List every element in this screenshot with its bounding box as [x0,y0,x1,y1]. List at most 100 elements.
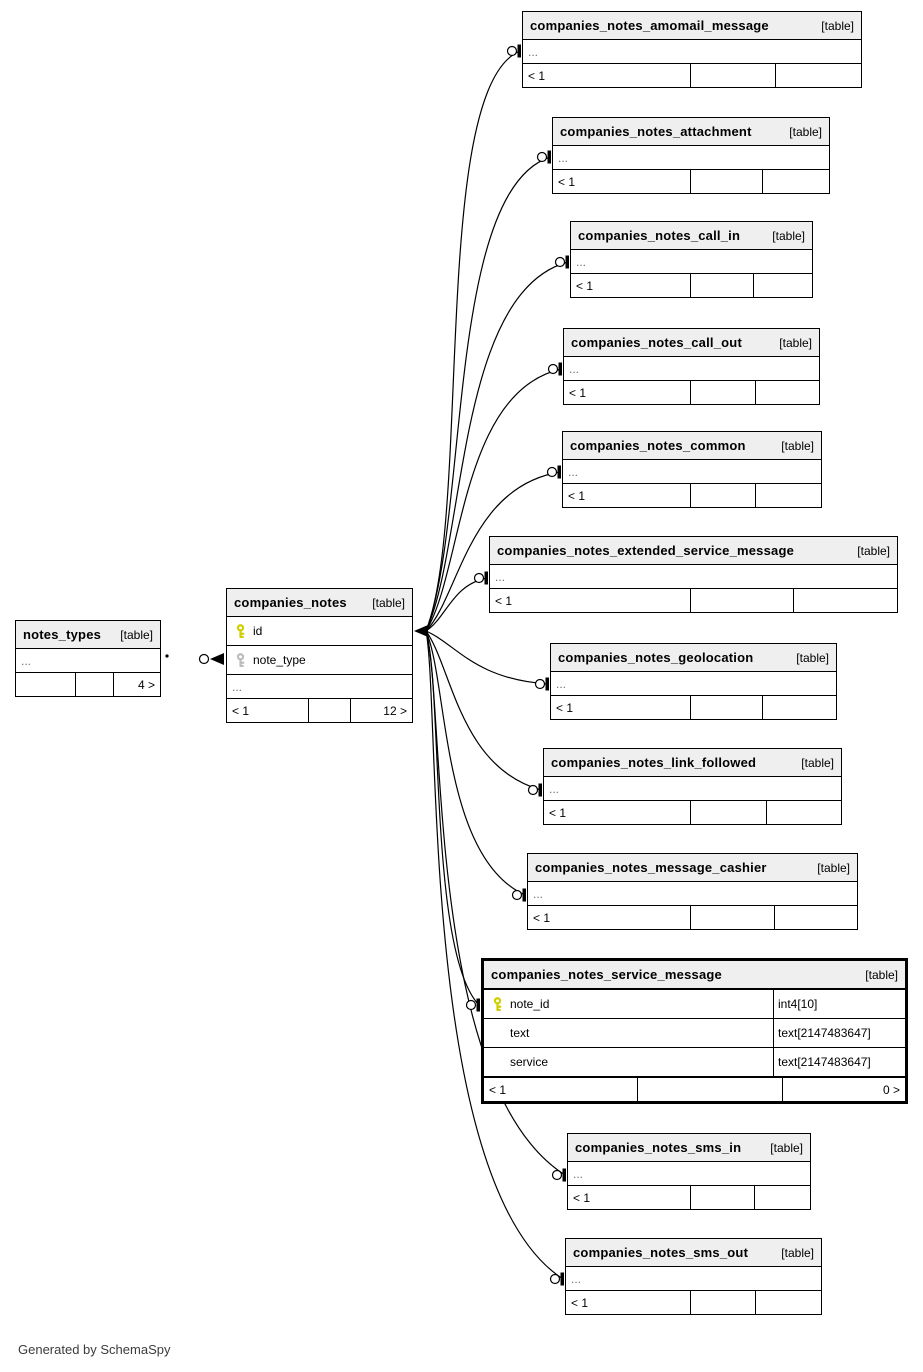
table-node-companies-notes-call-out[interactable]: companies_notes_call_out [table] ... < 1 [563,328,820,405]
footer-right [754,274,812,297]
edge-to-common [425,471,561,632]
table-header: companies_notes_common [table] [563,432,821,460]
table-header: companies_notes_message_cashier [table] [528,854,857,882]
table-type-label: [table] [772,228,805,243]
table-type-label: [table] [770,1140,803,1155]
edge-to-amomail-message [425,50,521,632]
arrowhead-note-type [210,653,224,665]
table-footer: < 1 [568,1185,810,1209]
footer-right [763,170,829,193]
column-row-note-type: note_type [227,646,412,675]
arrowhead-companies-notes-id [414,625,428,637]
footer-right [755,1186,810,1209]
footer-left: < 1 [484,1078,638,1101]
table-node-companies-notes-call-in[interactable]: companies_notes_call_in [table] ... < 1 [570,221,813,298]
edge-to-call-in [425,261,569,632]
table-name: companies_notes_message_cashier [535,860,767,875]
columns-ellipsis: ... [571,1271,582,1286]
footer-left: < 1 [568,1186,691,1209]
footer-mid [691,1291,756,1314]
table-node-companies-notes-sms-out[interactable]: companies_notes_sms_out [table] ... < 1 [565,1238,822,1315]
edge-to-call-out [425,368,562,632]
footer-mid [691,801,767,824]
columns-ellipsis: ... [558,150,569,165]
table-name: companies_notes_call_out [571,335,742,350]
table-footer: < 1 [544,800,841,824]
table-type-label: [table] [789,124,822,139]
foreign-key-icon [227,652,253,668]
table-name: companies_notes [234,595,347,610]
primary-key-icon [227,623,253,639]
footer-mid [309,699,351,722]
column-type: text[2147483647] [773,1019,905,1047]
footer-mid [691,64,776,87]
table-node-notes-types[interactable]: notes_types [table] ... 4 > [15,620,161,697]
footer-mid [76,673,114,696]
table-type-label: [table] [781,438,814,453]
footer-left: < 1 [564,381,691,404]
table-type-label: [table] [779,335,812,350]
table-node-companies-notes-attachment[interactable]: companies_notes_attachment [table] ... <… [552,117,830,194]
footer-right: 0 > [882,1082,900,1097]
table-header: companies_notes_sms_out [table] [566,1239,821,1267]
table-header: companies_notes [table] [227,589,412,617]
table-node-companies-notes-extended-service-message[interactable]: companies_notes_extended_service_message… [489,536,898,613]
table-name: companies_notes_service_message [491,967,722,982]
table-node-companies-notes-geolocation[interactable]: companies_notes_geolocation [table] ... … [550,643,837,720]
table-name: companies_notes_call_in [578,228,741,243]
footer-right [756,484,821,507]
table-footer: < 1 12 > [227,698,412,722]
table-footer: < 1 [551,695,836,719]
table-footer: < 1 [490,588,897,612]
footer-mid [691,1186,755,1209]
edge-stub-dot [165,654,169,658]
table-node-companies-notes-service-message[interactable]: companies_notes_service_message [table] … [481,958,908,1104]
table-node-companies-notes-link-followed[interactable]: companies_notes_link_followed [table] ..… [543,748,842,825]
table-node-companies-notes-sms-in[interactable]: companies_notes_sms_in [table] ... < 1 [567,1133,811,1210]
footer-right [776,64,861,87]
table-name: companies_notes_sms_in [575,1140,742,1155]
columns-ellipsis: ... [573,1166,584,1181]
table-header: companies_notes_link_followed [table] [544,749,841,777]
table-header: companies_notes_call_in [table] [571,222,812,250]
table-header: companies_notes_attachment [table] [553,118,829,146]
footer-left: < 1 [551,696,691,719]
column-name: id [253,624,263,638]
table-footer: < 1 [553,169,829,193]
table-type-label: [table] [817,860,850,875]
footer-left: < 1 [571,274,691,297]
column-row-service: service text[2147483647] [484,1048,905,1076]
table-footer: 4 > [16,672,160,696]
table-type-label: [table] [781,1245,814,1260]
table-type-label: [table] [857,543,890,558]
table-name: companies_notes_attachment [560,124,752,139]
edge-to-geolocation [425,630,549,685]
columns-ellipsis: ... [495,569,506,584]
footer-left: < 1 [553,170,691,193]
table-footer: < 1 0 > [484,1076,905,1101]
table-node-companies-notes[interactable]: companies_notes [table] id note_type ...… [226,588,413,723]
table-node-companies-notes-amomail-message[interactable]: companies_notes_amomail_message [table] … [522,11,862,88]
columns-ellipsis: ... [21,653,32,668]
table-node-companies-notes-message-cashier[interactable]: companies_notes_message_cashier [table] … [527,853,858,930]
table-type-label: [table] [796,650,829,665]
columns-ellipsis: ... [549,781,560,796]
footer-right [756,381,819,404]
table-type-label: [table] [801,755,834,770]
edge-tee-bars [476,44,569,1286]
edge-to-service-message [425,630,480,1006]
footer-mid [691,589,794,612]
column-name: service [510,1055,549,1069]
footer-left [16,673,76,696]
footer-mid [691,696,763,719]
edge-to-attachment [425,156,551,632]
footer-mid [638,1078,783,1101]
table-node-companies-notes-common[interactable]: companies_notes_common [table] ... < 1 [562,431,822,508]
column-type: int4[10] [773,990,905,1018]
column-name: note_id [510,997,550,1011]
table-name: notes_types [23,627,102,642]
footer-left: < 1 [563,484,691,507]
table-header: companies_notes_amomail_message [table] [523,12,861,40]
